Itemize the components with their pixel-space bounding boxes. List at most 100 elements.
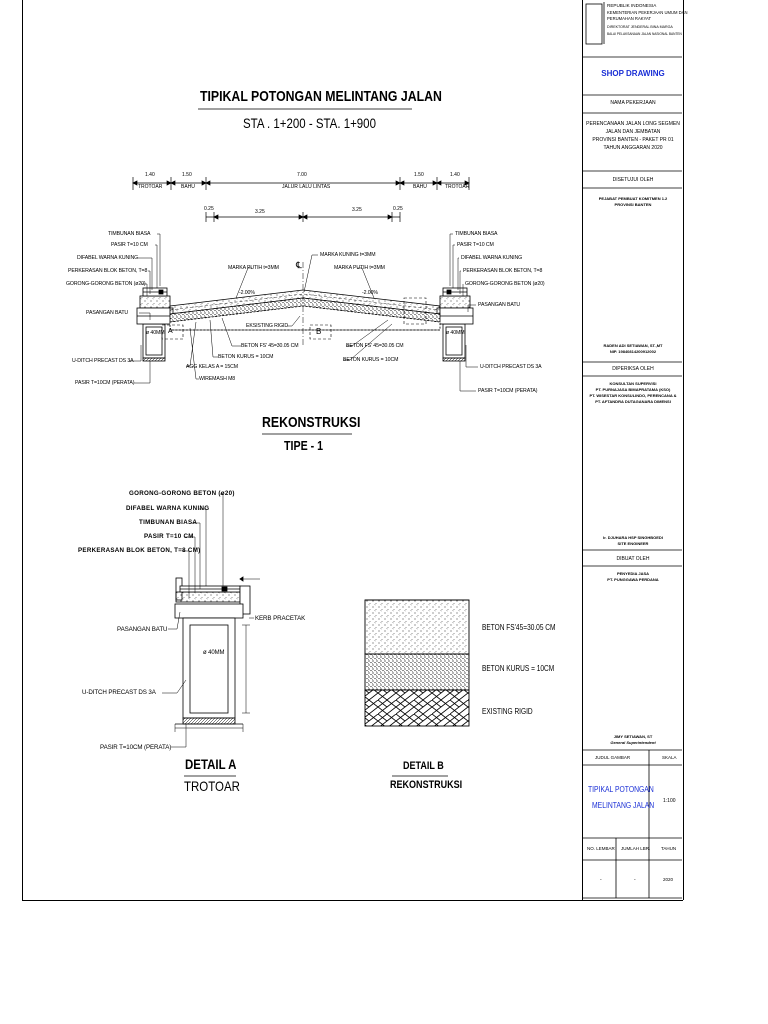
detail-a-label-pasir: PASIR T=10 CM <box>144 533 194 540</box>
label-difabel-left: DIFABEL WARNA KUNING <box>77 255 139 261</box>
dim-label-trotoar-right: TROTOAR <box>445 184 470 190</box>
label-marka-kuning: MARKA KUNING t=3MM <box>320 252 376 258</box>
label-beton-kurus-right: BETON KURUS = 10CM <box>343 357 399 363</box>
detail-a-label-timbunan: TIMBUNAN BIASA <box>139 519 198 526</box>
detail-a-label-difabel: DIFABEL WARNA KUNING <box>126 505 210 512</box>
label-gorong-right: GORONG-GORONG BETON (ø20) <box>465 281 545 287</box>
label-pasangan-right: PASANGAN BATU <box>478 302 521 308</box>
dim-label-trotoar-left: TROTOAR <box>138 184 163 190</box>
judul-gambar-line-1: TIPIKAL POTONGAN <box>588 785 654 794</box>
tahun-value: 2020 <box>663 877 674 882</box>
label-pasir-right: PASIR T=10 CM <box>457 242 494 248</box>
drawing-sheet-border <box>22 0 683 901</box>
label-gorong-left: GORONG-GORONG BETON (ø20) <box>66 281 146 287</box>
label-agg: AGG KELAS A = 15CM <box>186 364 238 370</box>
tag-b: B <box>316 327 322 336</box>
dim-label-bahu-left: BAHU <box>181 184 195 190</box>
header-line-3: PERUMAHAN RAKYAT <box>607 16 652 21</box>
dim-7-00: 7.00 <box>297 172 307 178</box>
header-line-2: KEMENTERIAN PEKERJAAN UMUM DAN <box>607 10 688 15</box>
rekonstruksi-subtitle: TIPE - 1 <box>284 438 324 453</box>
nama-pekerjaan-line-2: JALAN DAN JEMBATAN <box>605 129 661 135</box>
dim-label-bahu-right: BAHU <box>413 184 427 190</box>
label-dia-left: ø 40MM <box>146 330 165 336</box>
detail-a-pasangan: PASANGAN BATU <box>117 626 168 633</box>
no-lembar-value: - <box>600 877 602 883</box>
detail-a-subtitle: TROTOAR <box>184 778 240 794</box>
nama-pekerjaan-line-4: TAHUN ANGGARAN 2020 <box>603 145 663 151</box>
label-timbunan-right: TIMBUNAN BIASA <box>455 231 498 237</box>
dim-label-jalur: JALUR LALU LINTAS <box>282 184 331 190</box>
detail-a-pasir: PASIR T=10CM (PERATA) <box>100 744 172 751</box>
header-line-1: REPUBLIK INDONESIA <box>607 3 657 8</box>
centerline-symbol: ℄ <box>296 260 302 270</box>
diperiksa-org-4: PT. AFTANDRA DUTAGANARA DIMENSI <box>595 399 671 404</box>
label-perkerasan-right: PERKERASAN BLOK BETON, T=8 <box>463 268 543 274</box>
diperiksa-label: DIPERIKSA OLEH <box>612 366 654 372</box>
no-lembar-label: NO. LEMBAR <box>587 846 615 851</box>
header-line-5: BALAI PELAKSANAAN JALAN NASIONAL BANTEN <box>607 32 682 36</box>
label-uditch-right: U-DITCH PRECAST DS 3A <box>480 364 542 370</box>
dim-1-40-left: 1.40 <box>145 172 155 178</box>
detail-a-dia: ø 40MM <box>203 650 225 656</box>
header-line-4: DIREKTORAT JENDERAL BINA MARGA <box>607 25 673 29</box>
label-pasangan-left: PASANGAN BATU <box>86 310 129 316</box>
skala-value: 1:100 <box>663 798 676 804</box>
label-beton-fs-right: BETON FS' 45=30.05 CM <box>346 343 404 349</box>
jumlah-value: - <box>634 877 636 883</box>
diperiksa-name-1: Ir. DJUHARA HSP SINGHBOEDI <box>603 535 663 540</box>
skala-label: SKALA <box>662 755 677 760</box>
dim-3-25-left: 3.25 <box>255 209 265 215</box>
label-beton-fs-left: BETON FS' 45=30.05 CM <box>241 343 299 349</box>
label-beton-kurus-left: BETON KURUS = 10CM <box>218 354 274 360</box>
detail-b-label-beton-kurus: BETON KURUS = 10CM <box>482 664 555 673</box>
label-pasir-perata-right: PASIR T=10CM (PERATA) <box>478 388 538 394</box>
detail-a-label-gorong: GORONG-GORONG BETON (ø20) <box>129 490 235 497</box>
detail-b-subtitle: REKONSTRUKSI <box>390 779 463 791</box>
label-pasir-perata-left: PASIR T=10CM (PERATA) <box>75 380 135 386</box>
dibuat-label: DIBUAT OLEH <box>616 556 650 562</box>
main-title: TIPIKAL POTONGAN MELINTANG JALAN <box>200 88 442 105</box>
jumlah-label: JUMLAH LBR. <box>621 846 651 851</box>
detail-a-kerb: KERB PRACETAK <box>255 615 306 622</box>
detail-b-title: DETAIL B <box>403 760 444 772</box>
label-marka-putih-right: MARKA PUTIH t=3MM <box>334 265 385 271</box>
rekonstruksi-title: REKONSTRUKSI <box>262 414 361 431</box>
label-dia-right: ø 40MM <box>446 330 465 336</box>
tahun-label: TAHUN <box>661 846 677 851</box>
label-uditch-left: U-DITCH PRECAST DS 3A <box>72 358 134 364</box>
dim-3-25-right: 3.25 <box>352 207 362 213</box>
dim-1-50-left: 1.50 <box>182 172 192 178</box>
diperiksa-org-3: PT. WISESTAR KONSULINDO, PERENCANA & <box>589 393 677 398</box>
slope-right: -2.00% <box>362 290 378 296</box>
nama-pekerjaan-label: NAMA PEKERJAAN <box>610 100 656 106</box>
dibuat-name-1: JIMY SETIAWAN, ST <box>613 734 653 739</box>
detail-a-uditch: U-DITCH PRECAST DS 3A <box>82 689 156 696</box>
label-difabel-right: DIFABEL WARNA KUNING <box>461 255 523 261</box>
judul-gambar-label: JUDUL GAMBAR <box>595 755 631 760</box>
detail-a-label-perkerasan: PERKERASAN BLOK BETON, T=8 CM) <box>78 547 201 554</box>
tag-a: A <box>168 328 173 335</box>
nama-pekerjaan-line-1: PERENCANAAN JALAN LONG SEGMEN <box>586 121 680 127</box>
dibuat-org-1: PENYEDIA JASA <box>616 571 650 576</box>
disetujui-name-2: NIP. 19840814200912002 <box>609 349 657 354</box>
detail-b-label-existing: EXISTING RIGID <box>482 707 533 716</box>
disetujui-name-1: RADEN ADI SETIAWAN, ST.,MT <box>603 343 663 348</box>
diperiksa-org-1: KONSULTAN SUPERVISI <box>609 381 657 386</box>
station-subtitle: STA . 1+200 - STA. 1+900 <box>243 115 376 131</box>
diperiksa-name-2: SITE ENGINEER <box>617 541 649 546</box>
disetujui-org-1: PEJABAT PEMBUAT KOMITMEN 1.2 <box>598 196 668 201</box>
detail-a-title: DETAIL A <box>185 756 237 772</box>
title-block: REPUBLIK INDONESIA KEMENTERIAN PEKERJAAN… <box>582 0 688 900</box>
label-perkerasan-left: PERKERASAN BLOK BETON, T=8 <box>68 268 148 274</box>
disetujui-label: DISETUJUI OLEH <box>612 177 654 183</box>
dibuat-name-2: General Superintendent <box>610 740 656 745</box>
dim-0-25-left: 0.25 <box>204 206 214 212</box>
shop-drawing-label: SHOP DRAWING <box>601 69 665 78</box>
label-wiremesh: WIREMASH M8 <box>199 376 236 382</box>
label-existing-rigid: EKSISTING RIGID <box>246 323 289 329</box>
label-pasir-left: PASIR T=10 CM <box>111 242 148 248</box>
slope-left: -2.00% <box>239 290 255 296</box>
judul-gambar-line-2: MELINTANG JALAN <box>592 801 655 810</box>
